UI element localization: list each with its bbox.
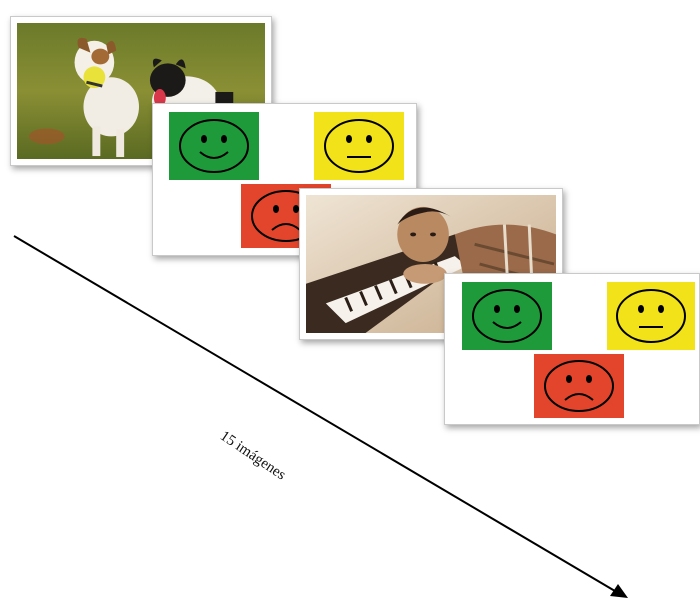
dogs-photo-card [10, 16, 272, 166]
arrow-label: 15 imágenes [217, 428, 289, 484]
rating-card-2 [444, 273, 700, 425]
neutral-face-icon[interactable] [314, 112, 404, 180]
happy-face-icon[interactable] [169, 112, 259, 180]
happy-face-icon[interactable] [462, 282, 552, 350]
sad-face-icon[interactable] [534, 354, 624, 418]
neutral-face-icon[interactable] [607, 282, 695, 350]
dogs-photo [17, 23, 265, 159]
